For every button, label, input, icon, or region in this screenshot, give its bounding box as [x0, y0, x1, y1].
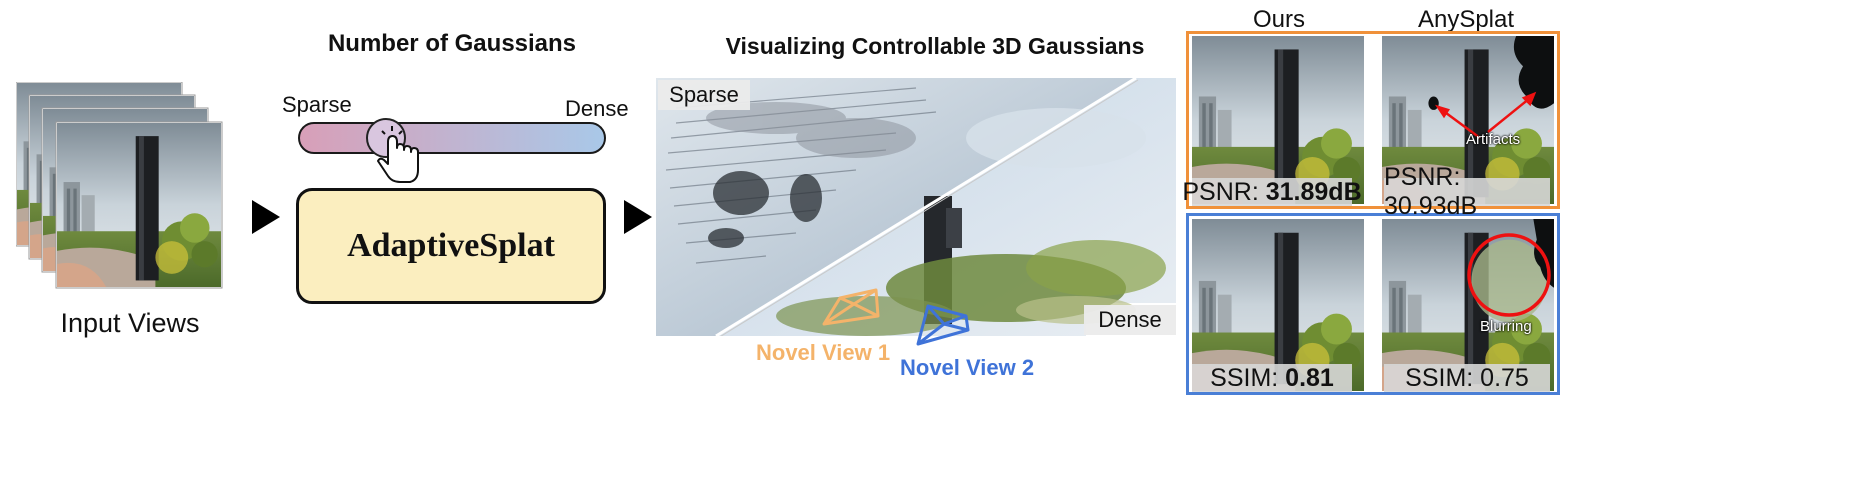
camera-frustum-icon — [822, 288, 880, 326]
novel-view-1-label: Novel View 1 — [756, 340, 891, 365]
psnr-ours-prefix: PSNR: — [1182, 177, 1266, 206]
visualization-heading: Visualizing Controllable 3D Gaussians — [725, 33, 1145, 59]
arrow-right-icon — [252, 200, 280, 234]
slider-right-label: Dense — [565, 96, 629, 121]
ssim-ours-caption: SSIM: 0.81 — [1192, 364, 1352, 392]
psnr-ours-value: 31.89dB — [1265, 177, 1362, 206]
ssim-ours-value: 0.81 — [1285, 363, 1334, 392]
ssim-comparison-box — [1186, 213, 1560, 395]
column-header-anysplat: AnySplat — [1417, 6, 1515, 33]
input-views-label: Input Views — [60, 308, 200, 338]
input-view-stack — [16, 82, 236, 292]
slider-left-label: Sparse — [282, 92, 352, 117]
ssim-ours-prefix: SSIM: — [1210, 363, 1286, 392]
dense-tag: Dense — [1084, 305, 1176, 335]
psnr-ours-caption: PSNR: 31.89dB — [1182, 178, 1362, 206]
arrow-right-icon — [624, 200, 652, 234]
gaussian-count-slider[interactable] — [298, 122, 606, 154]
blurring-label: Blurring — [1480, 318, 1532, 335]
gaussian-render — [656, 78, 1176, 336]
hand-pointer-icon — [377, 126, 419, 183]
column-header-ours: Ours — [1252, 6, 1305, 33]
blurring-circle-icon — [1467, 233, 1551, 317]
psnr-comparison-box — [1186, 31, 1560, 209]
artifact-arrows — [1435, 91, 1537, 140]
artifacts-label: Artifacts — [1466, 131, 1521, 148]
slider-heading: Number of Gaussians — [327, 30, 577, 57]
model-name: AdaptiveSplat — [347, 227, 555, 264]
anysplat-render-top — [1382, 36, 1554, 204]
ssim-anysplat-caption: SSIM: 0.75 — [1384, 364, 1550, 392]
sparse-tag: Sparse — [658, 80, 750, 110]
camera-frustum-icon — [916, 304, 970, 346]
novel-view-2-label: Novel View 2 — [900, 355, 1035, 380]
psnr-anysplat-caption: PSNR: 30.93dB — [1384, 163, 1550, 220]
model-box: AdaptiveSplat — [296, 188, 606, 304]
